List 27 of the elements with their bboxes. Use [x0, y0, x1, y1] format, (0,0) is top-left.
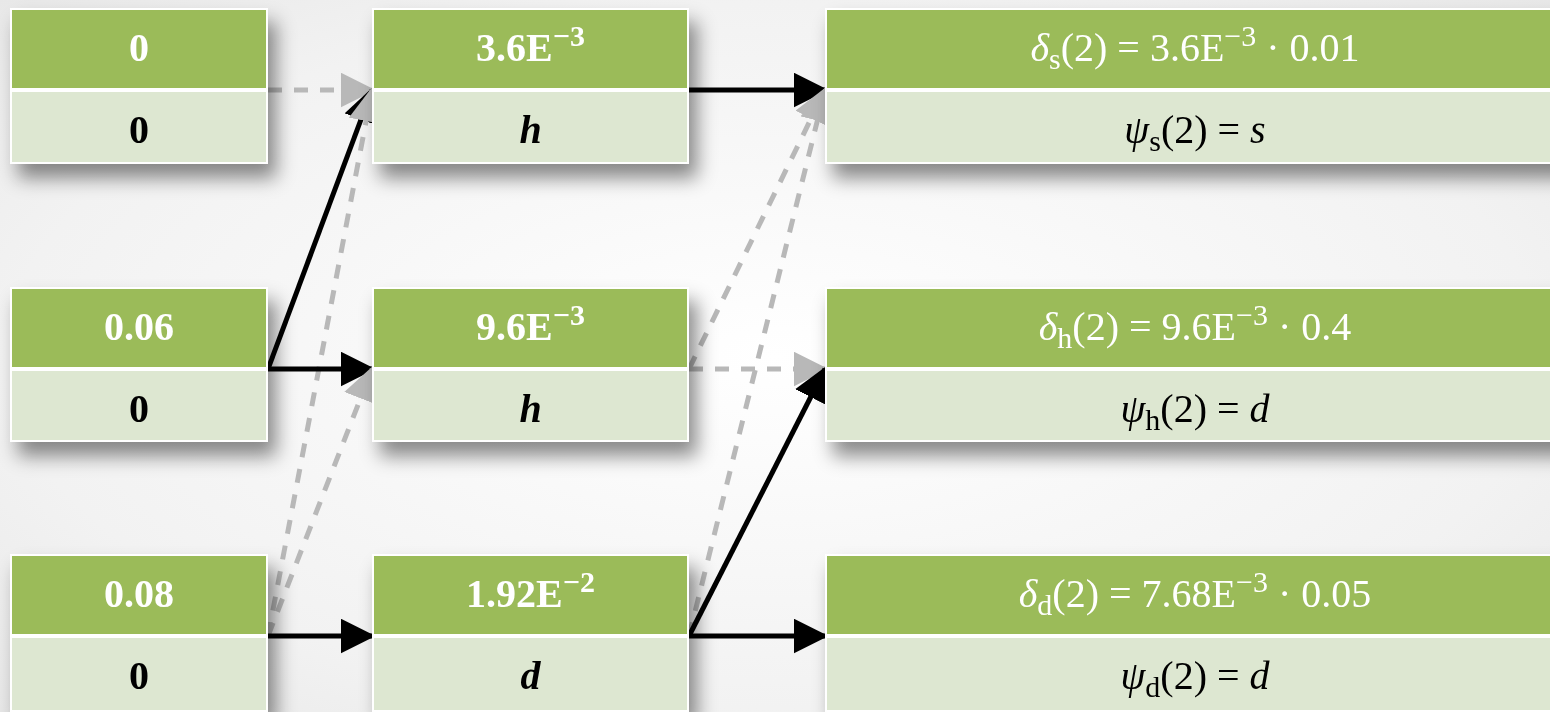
state-card — [10, 554, 268, 712]
state-card — [825, 8, 1550, 164]
state-cell: ψ$_{d}$(2) = d — [827, 638, 1550, 710]
probability-cell: 9.6E$^{−3}$ — [374, 289, 687, 367]
state-cell: ψ$_{s}$(2) = s — [827, 92, 1550, 162]
probability-cell: δ$_{h}$(2) = 9.6E$^{−3}$ · 0.4 — [827, 289, 1550, 367]
state-card — [10, 8, 268, 164]
state-card — [10, 287, 268, 442]
state-cell: 0 — [12, 371, 266, 440]
probability-cell: δ$_{d}$(2) = 7.68E$^{−3}$ · 0.05 — [827, 556, 1550, 634]
state-cell: 0 — [12, 638, 266, 710]
state-cell: h — [374, 371, 687, 440]
state-card — [825, 554, 1550, 712]
state-cell: h — [374, 92, 687, 162]
probability-cell: 3.6E$^{−3}$ — [374, 10, 687, 88]
state-card — [372, 287, 689, 442]
state-card — [825, 287, 1550, 442]
probability-cell: 0.06 — [12, 289, 266, 367]
probability-cell: δ$_{s}$(2) = 3.6E$^{−3}$ · 0.01 — [827, 10, 1550, 88]
probability-cell: 0.08 — [12, 556, 266, 634]
probability-cell: 1.92E$^{−2}$ — [374, 556, 687, 634]
state-card — [372, 554, 689, 712]
state-cell: d — [374, 638, 687, 710]
state-cell: 0 — [12, 92, 266, 162]
state-cell: ψ$_{h}$(2) = d — [827, 371, 1550, 440]
state-card — [372, 8, 689, 164]
probability-cell: 0 — [12, 10, 266, 88]
